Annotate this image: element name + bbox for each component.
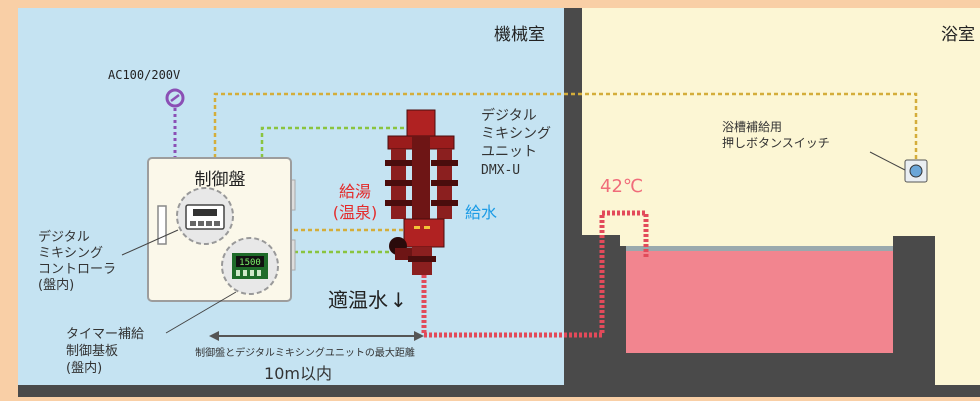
timer-board-chip bbox=[250, 270, 254, 276]
unit-signal-line bbox=[260, 126, 415, 158]
bath-water bbox=[626, 250, 893, 353]
timer-board-chip bbox=[243, 270, 247, 276]
panel-handle bbox=[157, 205, 167, 245]
timer-board-chip bbox=[236, 270, 240, 276]
unit-label-2: ミキシング bbox=[481, 126, 551, 142]
output-arrow-icon: ↓ bbox=[390, 288, 407, 312]
unit-label-4: DMX-U bbox=[481, 163, 520, 178]
distance-value: 10m以内 bbox=[264, 364, 332, 383]
hot-pipe-to-bath bbox=[421, 210, 649, 338]
controller-label-1: デジタル bbox=[38, 229, 90, 245]
button-label-1: 浴槽補給用 bbox=[722, 120, 782, 134]
output-label: 適温水 bbox=[328, 288, 388, 312]
controller-label-2: ミキシング bbox=[38, 246, 103, 261]
timer-board-value: 1500 bbox=[239, 258, 261, 268]
timer-board-leader-line bbox=[165, 291, 237, 334]
hot-spring-label: (温泉) bbox=[333, 203, 378, 222]
controller-leader-line bbox=[121, 229, 179, 256]
power-plug-icon bbox=[165, 88, 185, 108]
machine-room-label: 機械室 bbox=[494, 25, 545, 45]
controller-key-4 bbox=[214, 221, 220, 226]
partition-wall bbox=[564, 8, 582, 397]
power-label: AC100/200V bbox=[108, 68, 180, 82]
controller-display bbox=[193, 209, 217, 216]
button-leader-line bbox=[869, 151, 906, 171]
bath-temperature: 42℃ bbox=[600, 176, 643, 197]
unit-label-1: デジタル bbox=[481, 107, 537, 124]
bath-rim bbox=[626, 246, 893, 251]
power-plug-slash bbox=[170, 94, 180, 102]
cold-water-label: 給水 bbox=[465, 203, 497, 222]
timer-board-label-2: 制御基板 bbox=[66, 344, 118, 359]
controller-key-3 bbox=[206, 221, 212, 226]
timer-board-chip bbox=[257, 270, 261, 276]
distance-caption: 制御盤とデジタルミキシングユニットの最大距離 bbox=[195, 346, 415, 359]
timer-board-label-1: タイマー補給 bbox=[66, 327, 144, 342]
controller-key-2 bbox=[198, 221, 204, 226]
mixing-unit-icon bbox=[385, 109, 458, 275]
controller-label-4: (盤内) bbox=[38, 277, 74, 293]
controller-label-3: コントローラ bbox=[38, 262, 116, 277]
timer-board-label-3: (盤内) bbox=[66, 360, 102, 376]
distance-arrowhead-left bbox=[209, 331, 219, 341]
hot-water-label: 給湯 bbox=[339, 182, 371, 201]
timer-board-display bbox=[236, 256, 264, 267]
button-label-2: 押しボタンスイッチ bbox=[722, 136, 830, 150]
distance-arrowhead-right bbox=[414, 331, 424, 341]
push-button-icon bbox=[909, 164, 923, 178]
bathroom-label: 浴室 bbox=[941, 25, 975, 45]
button-signal-line bbox=[213, 92, 918, 160]
unit-label-3: ユニット bbox=[481, 144, 537, 160]
control-panel-title: 制御盤 bbox=[195, 170, 246, 190]
controller-key-1 bbox=[190, 221, 196, 226]
